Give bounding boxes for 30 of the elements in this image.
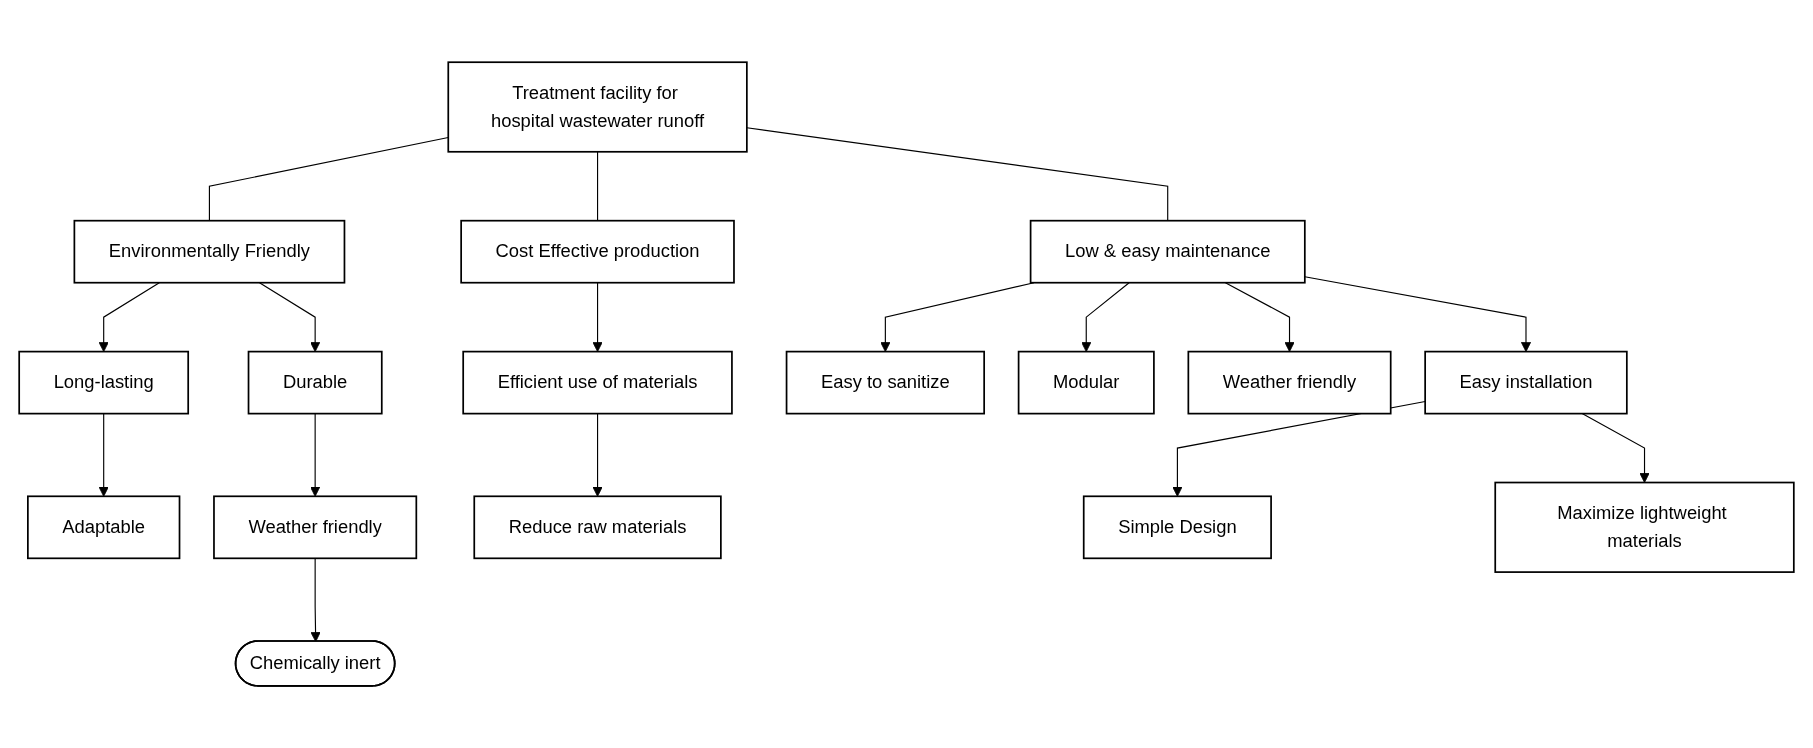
arrow <box>310 413 321 497</box>
node-box: Cost Effective production <box>460 219 735 284</box>
connector <box>597 151 599 222</box>
arrow <box>592 282 603 353</box>
connector <box>746 127 1169 222</box>
connector <box>208 136 449 222</box>
arrow <box>592 413 603 497</box>
node-box: Efficient use of materials <box>462 350 733 415</box>
node-box: Simple Design <box>1082 495 1272 560</box>
node-box: Maximize lightweight materials <box>1494 481 1795 573</box>
arrow <box>1581 413 1650 483</box>
arrow <box>1304 276 1532 353</box>
node-box: Modular <box>1017 350 1155 415</box>
node-box: Long-lasting <box>18 350 190 415</box>
node-box: Easy to sanitize <box>785 350 985 415</box>
arrow <box>310 557 321 643</box>
arrow <box>98 282 160 353</box>
node-box: Durable <box>247 350 383 415</box>
node-box: Environmentally Friendly <box>73 219 346 284</box>
node-box: Easy installation <box>1424 350 1628 415</box>
arrow <box>98 413 109 497</box>
node-box: Low & easy maintenance <box>1029 219 1306 284</box>
node-box: Weather friendly <box>1187 350 1392 415</box>
arrow <box>1172 400 1426 497</box>
node-box: Weather friendly <box>213 495 418 560</box>
node-box: Treatment facility for hospital wastewater runoff <box>447 61 748 153</box>
arrow <box>258 282 321 353</box>
node-box: Adaptable <box>27 495 181 560</box>
node-box: Reduce raw materials <box>473 495 722 560</box>
arrow <box>1081 282 1130 353</box>
